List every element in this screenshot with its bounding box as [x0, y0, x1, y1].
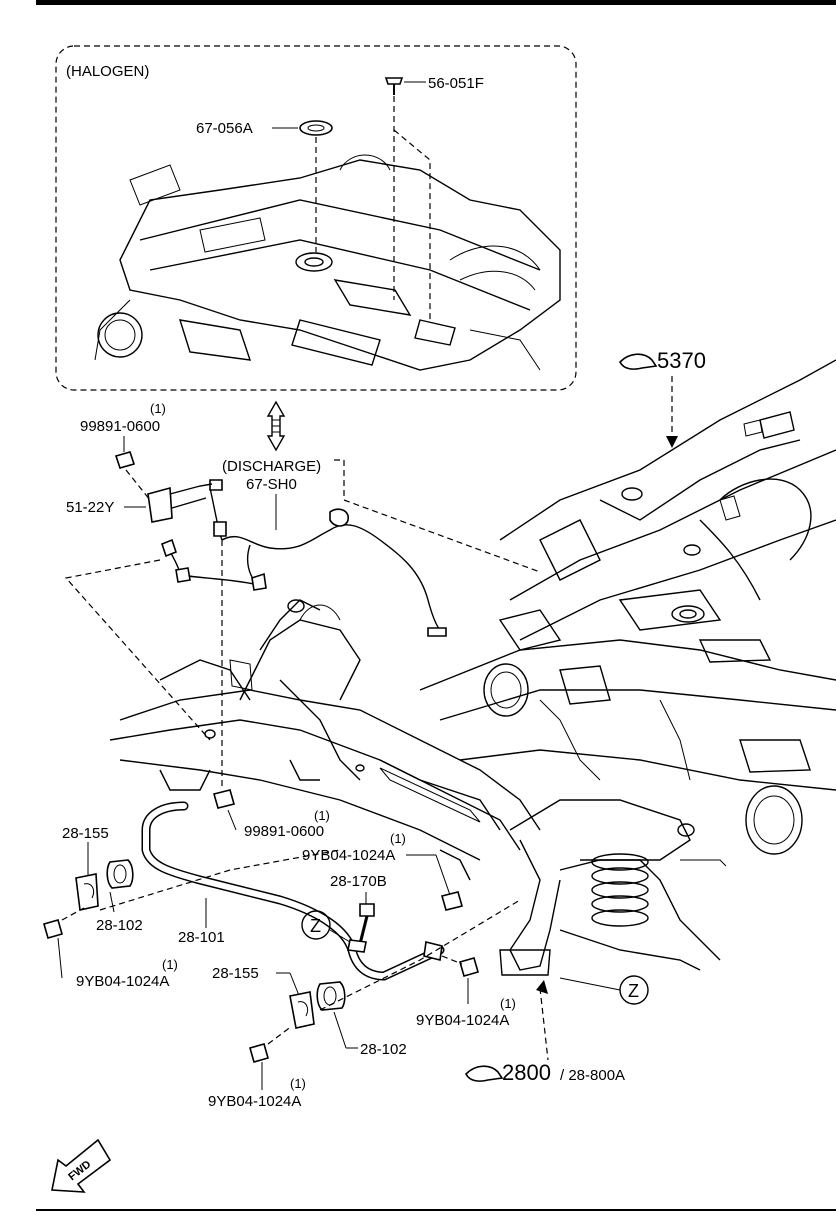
nut-bottom-icon	[249, 1043, 269, 1063]
top-border	[36, 0, 836, 5]
pointing-hand-icon	[619, 353, 658, 370]
bracket-icon	[147, 483, 213, 523]
part-label-51-22Y: 51-22Y	[66, 499, 114, 516]
discharge-harness-drawing	[161, 479, 447, 637]
part-label-nut-link-lower: 9YB04-1024A	[416, 1012, 509, 1029]
part-label-bolt-mid: 99891-0600	[244, 823, 324, 840]
halogen-panel-drawing	[94, 154, 561, 371]
part-label-clamp-right: 28-155	[212, 965, 259, 982]
qty-nut-bottom: (1)	[290, 1076, 306, 1091]
nut-link-lower-icon	[459, 957, 479, 977]
marker-z-right-label: Z	[628, 981, 639, 1001]
part-label-67-056A: 67-056A	[196, 120, 253, 137]
nut-icon	[441, 891, 463, 911]
knuckle-spring-drawing	[499, 799, 727, 976]
pointing-hand-icon	[465, 1065, 504, 1082]
part-label-nut-left: 9YB04-1024A	[76, 973, 169, 990]
inset-link-arrow-icon	[266, 400, 286, 452]
part-label-nut-link-upper: 9YB04-1024A	[302, 847, 395, 864]
marker-z-left-label: Z	[310, 916, 321, 936]
nut-left-icon	[43, 919, 63, 939]
bolt-mid-icon	[213, 789, 235, 809]
clip-icon	[384, 77, 404, 85]
halogen-inset: (HALOGEN) 67-056A	[55, 45, 577, 391]
part-label-56-051F: 56-051F	[428, 75, 484, 92]
body-drawing	[419, 359, 836, 855]
qty-nut-link-lower: (1)	[500, 996, 516, 1011]
part-label-nut-bottom: 9YB04-1024A	[208, 1093, 301, 1110]
qty-bolt-mid: (1)	[314, 808, 330, 823]
ref-28-800A: / 28-800A	[560, 1067, 625, 1084]
part-label-bolt-top: 99891-0600	[80, 418, 160, 435]
crossmember-drawing	[109, 599, 541, 881]
part-label-clamp-left: 28-155	[62, 825, 109, 842]
plug-grommet-icon	[299, 120, 333, 136]
qty-nut-link-upper: (1)	[390, 831, 406, 846]
qty-bolt-top: (1)	[150, 401, 166, 416]
bushing-right-icon	[316, 981, 346, 1011]
discharge-title: (DISCHARGE)	[222, 458, 321, 475]
bushing-left-icon	[106, 859, 134, 889]
qty-nut-left: (1)	[162, 957, 178, 972]
marker-z-left	[301, 910, 331, 940]
clamp-right-icon	[289, 991, 315, 1029]
part-label-bushing-right: 28-102	[360, 1041, 407, 1058]
part-label-bushing-left: 28-102	[96, 917, 143, 934]
halogen-title: (HALOGEN)	[66, 63, 149, 80]
clamp-left-icon	[75, 873, 99, 911]
stabilizer-link-icon	[347, 903, 375, 953]
ref-2800: 2800	[502, 1060, 551, 1085]
bolt-icon	[114, 451, 136, 469]
stabilizer-bar-icon	[141, 801, 445, 981]
part-label-67-SH0: 67-SH0	[246, 476, 297, 493]
part-label-28-170B: 28-170B	[330, 873, 387, 890]
fwd-arrow-icon: FWD	[51, 1138, 112, 1193]
halogen-inset-frame	[55, 45, 577, 391]
part-label-28-101: 28-101	[178, 929, 225, 946]
ref-5370: 5370	[657, 348, 706, 373]
